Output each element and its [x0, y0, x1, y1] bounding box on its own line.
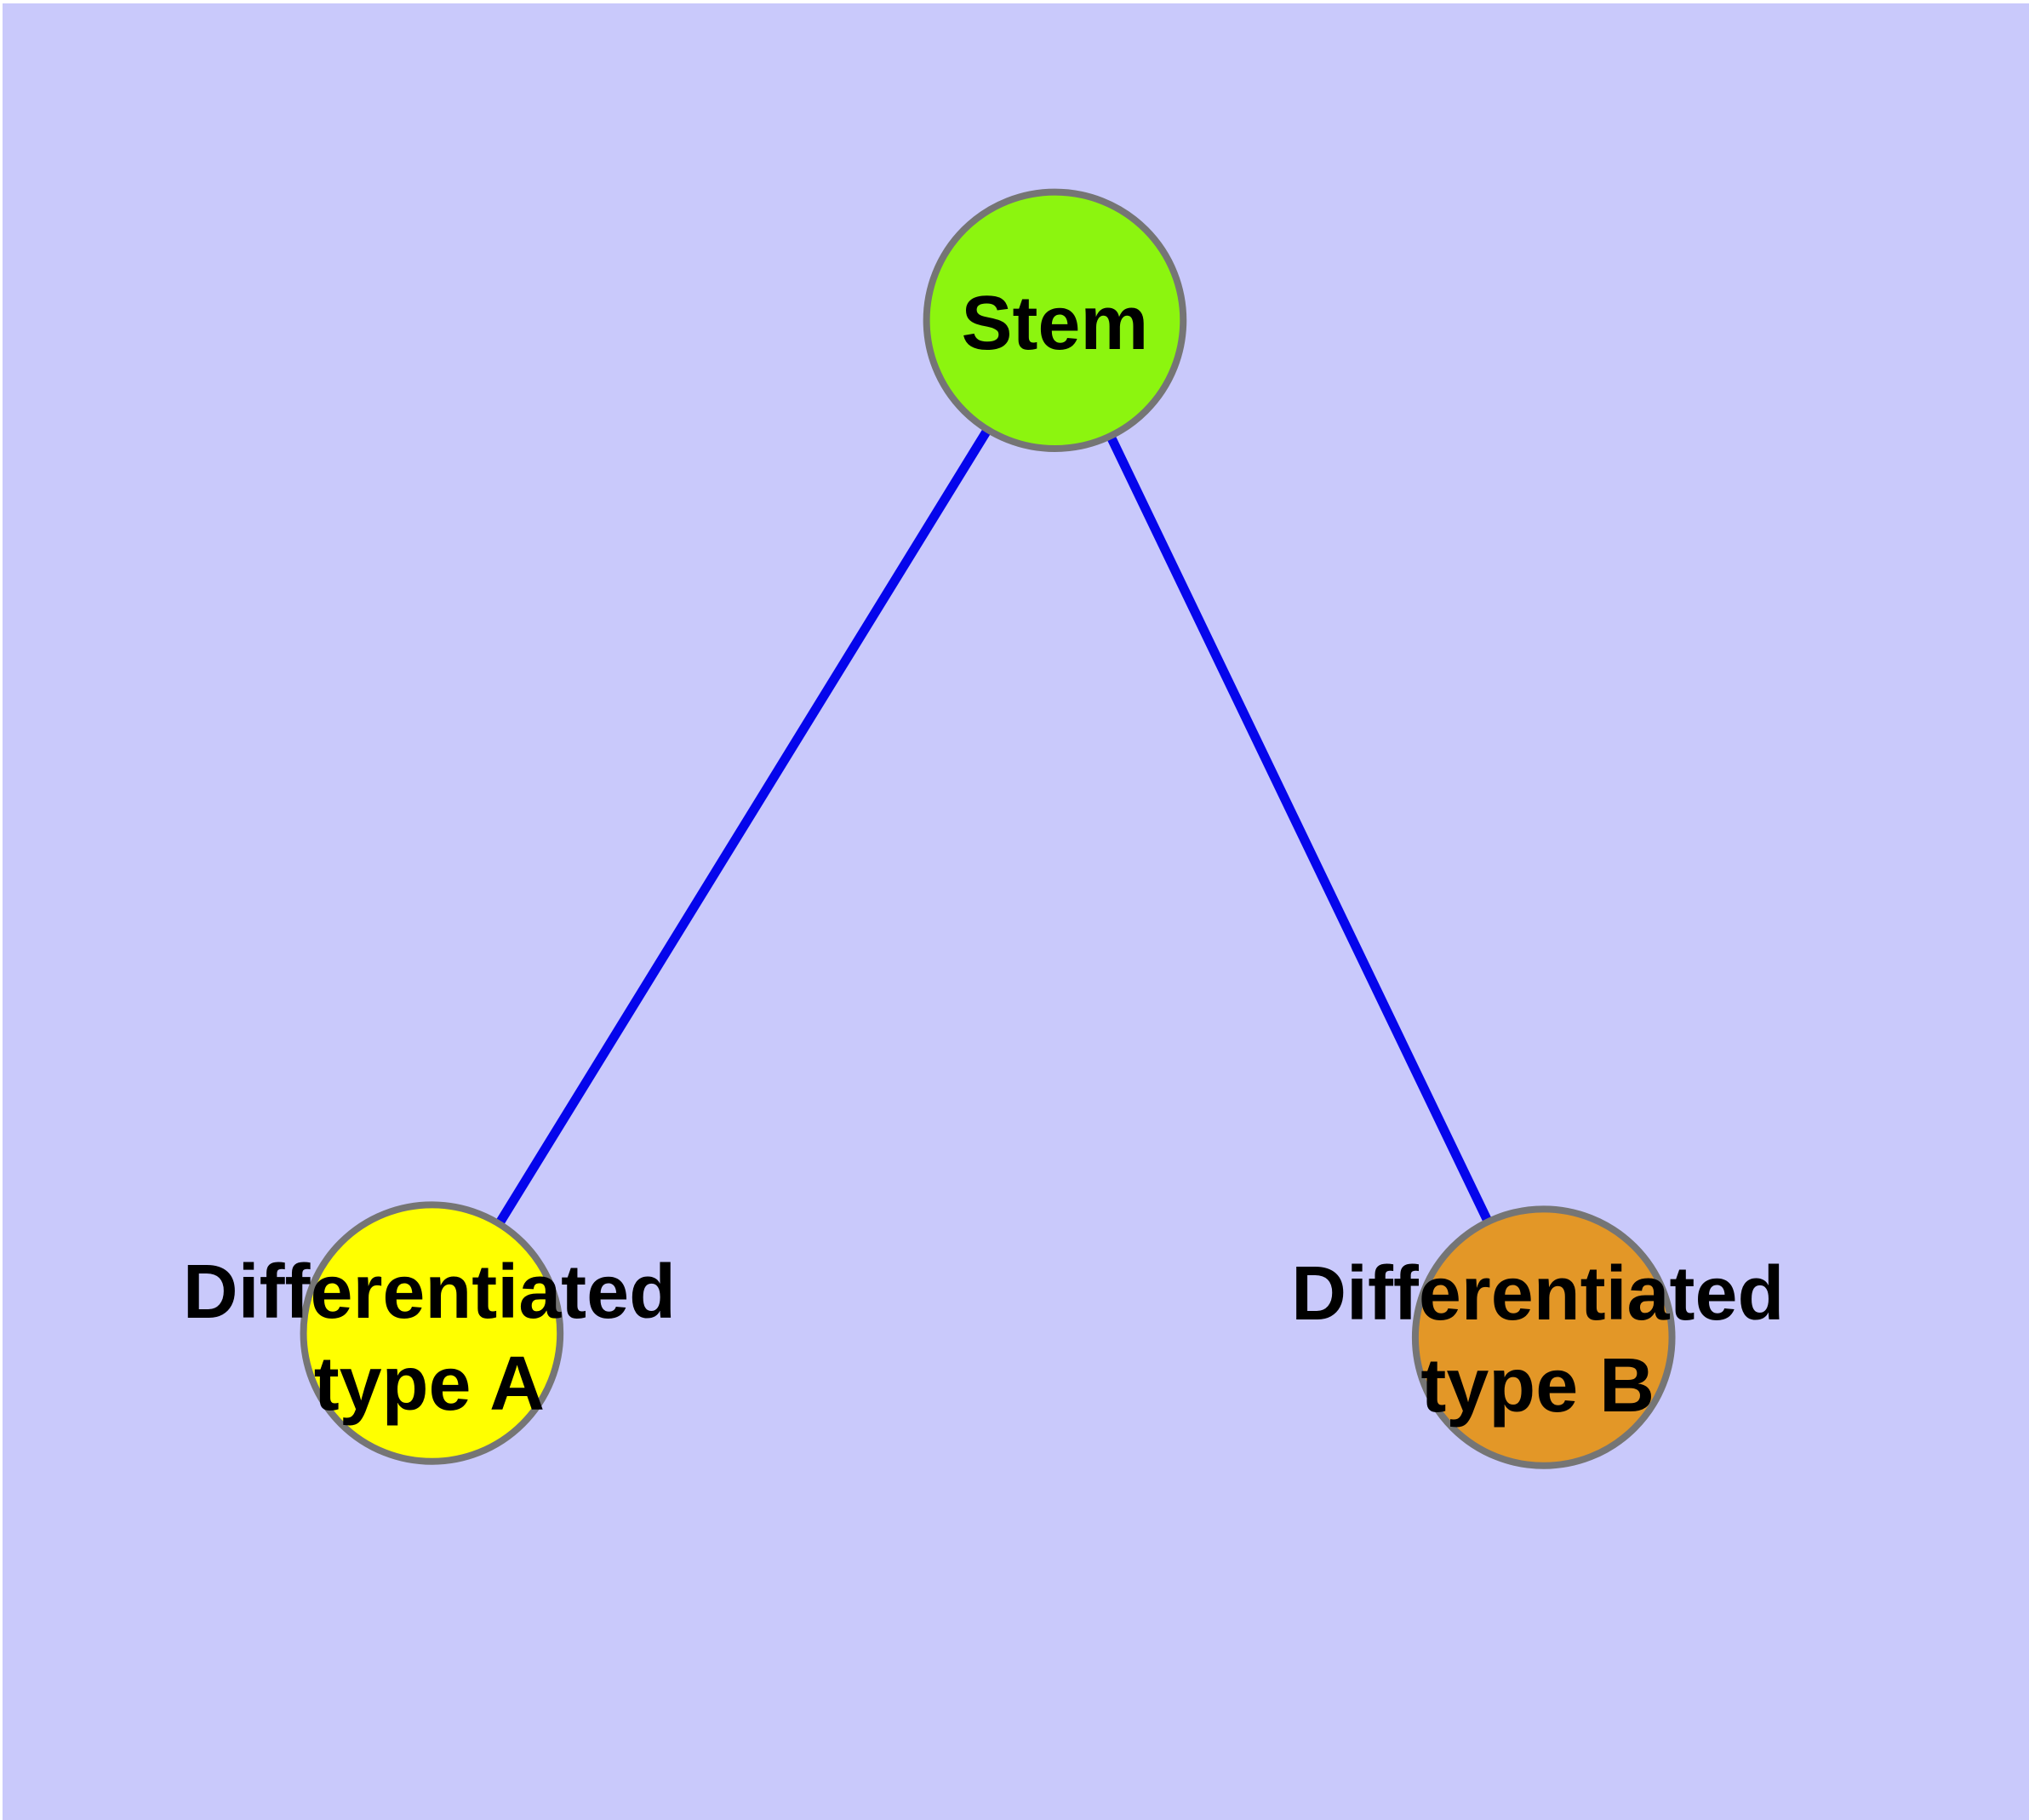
- diagram-canvas: Stem Differentiated type A Differentiate…: [3, 3, 2029, 1820]
- edge-stem-to-type-a: [427, 318, 1060, 1336]
- node-differentiated-type-a: [300, 1201, 564, 1465]
- node-stem-label: Stem: [962, 281, 1149, 366]
- node-differentiated-type-b: [1411, 1205, 1676, 1469]
- node-stem: [923, 188, 1187, 453]
- node-type-a-label-line-2: type A: [314, 1342, 545, 1427]
- diagram-plot-area: Stem Differentiated type A Differentiate…: [3, 3, 2029, 1820]
- node-type-b-label-line-1: Differentiated: [1291, 1251, 1784, 1336]
- node-type-b-label-line-2: type B: [1420, 1343, 1655, 1428]
- node-type-a-label-line-1: Differentiated: [183, 1250, 676, 1335]
- edge-stem-to-type-b: [1050, 318, 1548, 1340]
